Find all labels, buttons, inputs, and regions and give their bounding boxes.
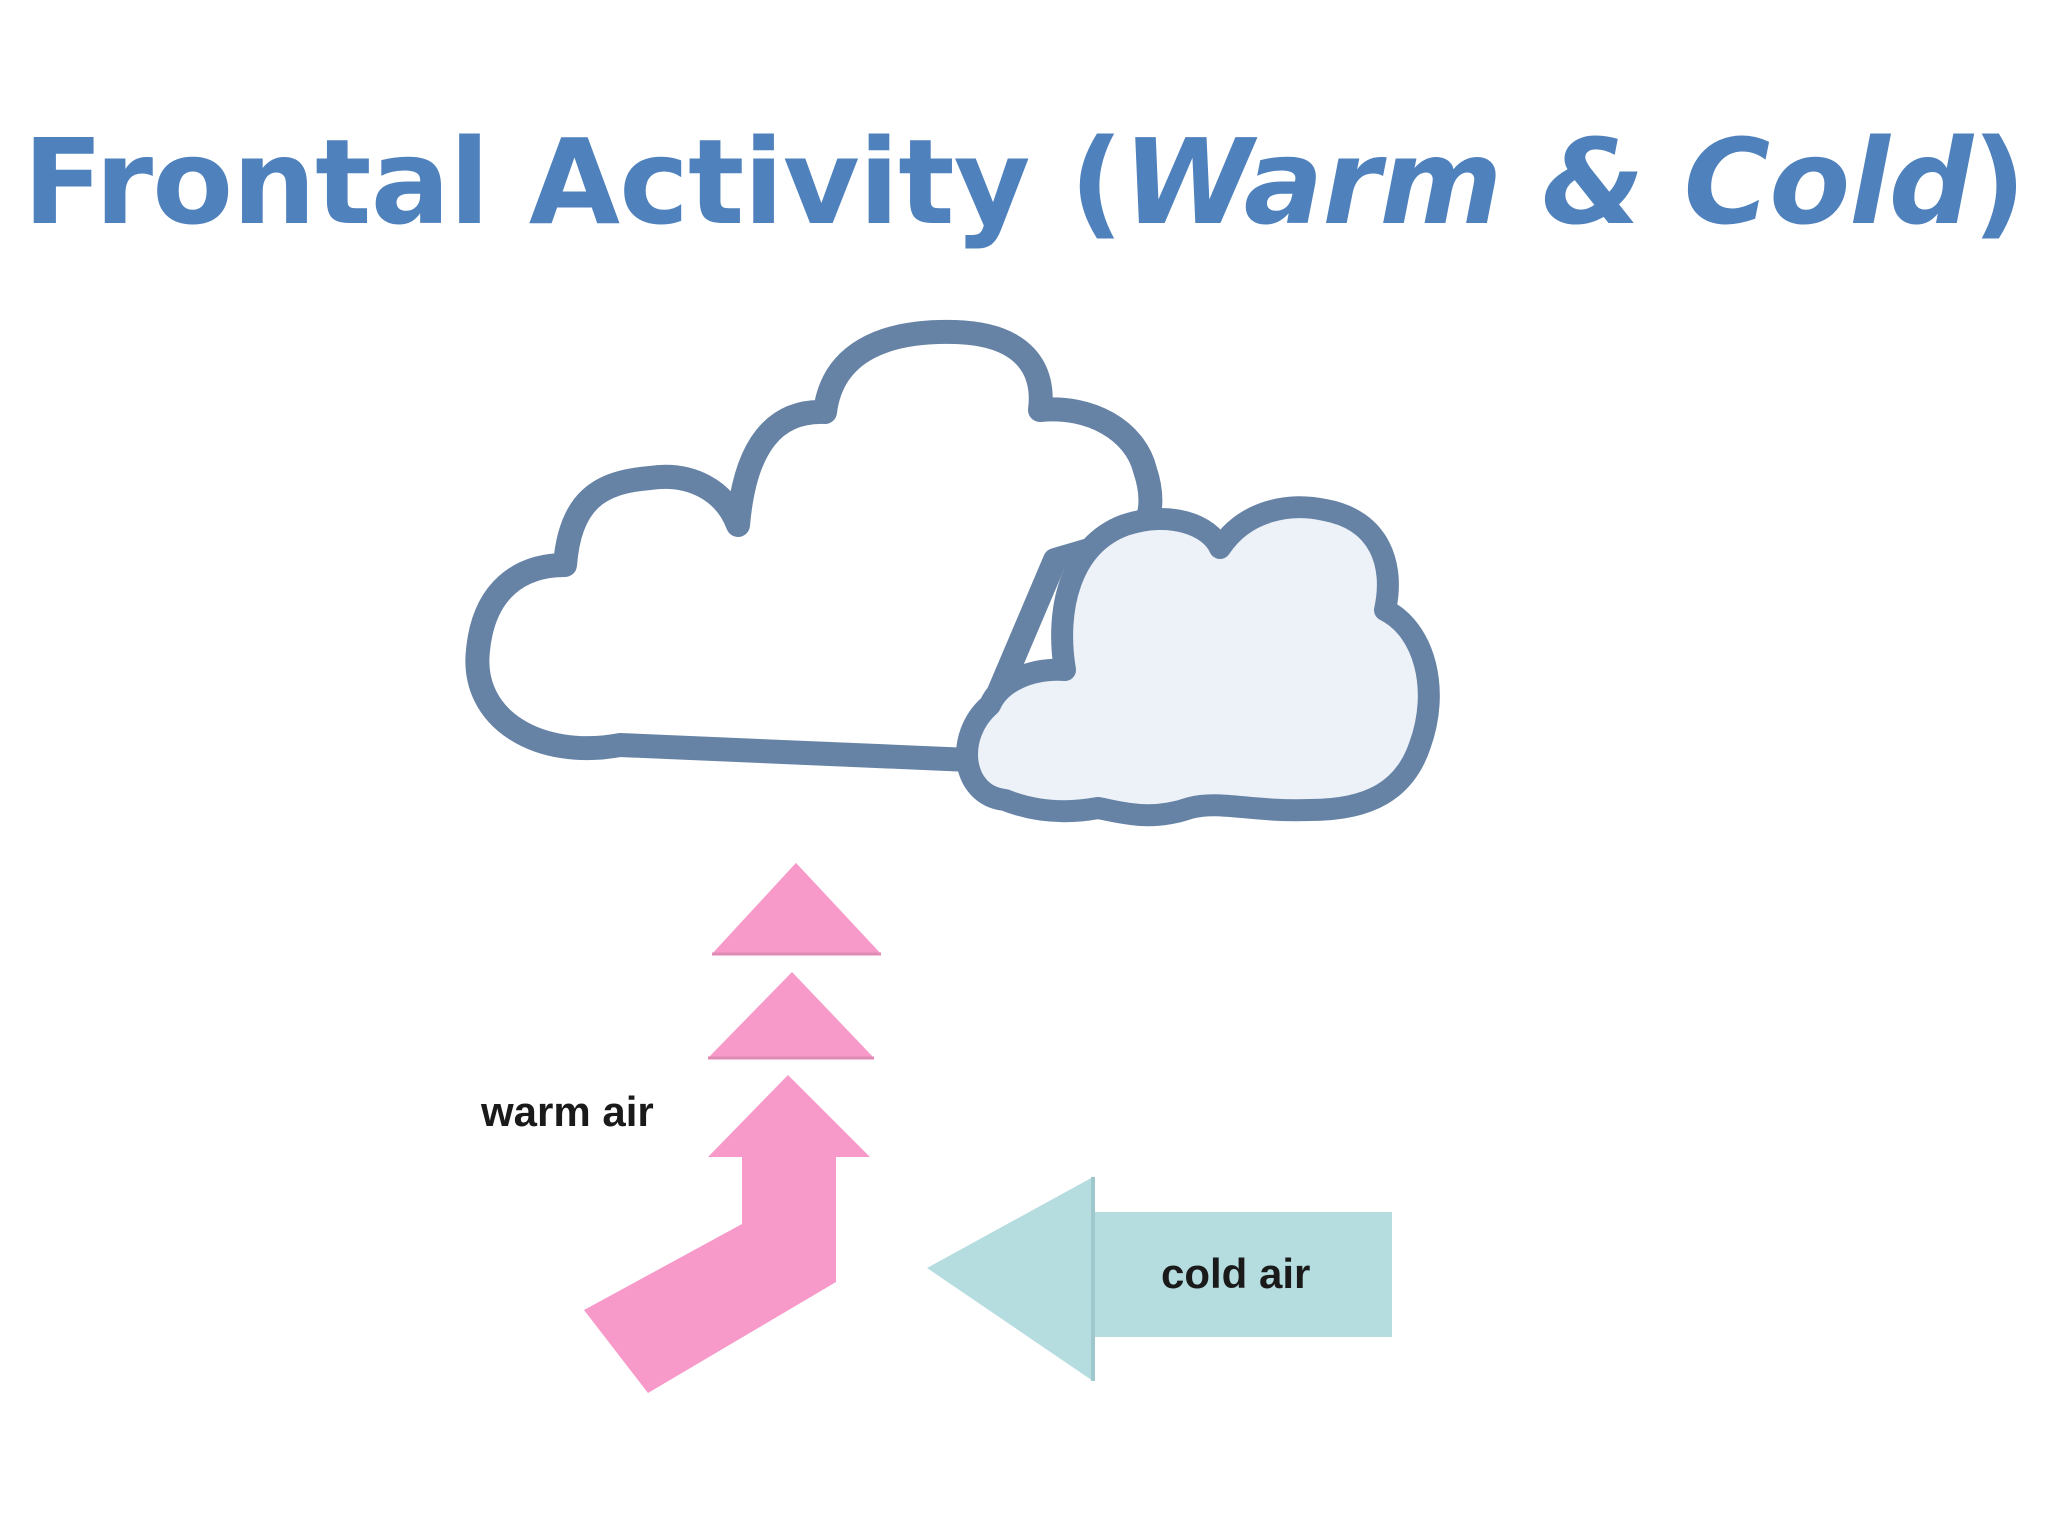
title-cold: Cold xyxy=(1683,113,1974,251)
warm-air-chevron-middle xyxy=(708,972,874,1058)
warm-air-chevron-top-shape xyxy=(712,863,881,954)
cloud-right xyxy=(956,496,1440,827)
title-prefix: Frontal Activity ( xyxy=(22,113,1124,251)
cloud-left xyxy=(465,319,1163,772)
title-amp: & xyxy=(1501,113,1684,251)
title-suffix: ) xyxy=(1972,113,2026,251)
warm-air-label: warm air xyxy=(480,1088,654,1135)
cold-air-label: cold air xyxy=(1161,1250,1310,1297)
slide-title: Frontal Activity (Warm & Cold) xyxy=(0,117,2048,248)
title-warm: Warm xyxy=(1122,113,1503,251)
warm-air-arrow xyxy=(584,1075,870,1393)
cold-air-arrow xyxy=(927,1177,1392,1381)
